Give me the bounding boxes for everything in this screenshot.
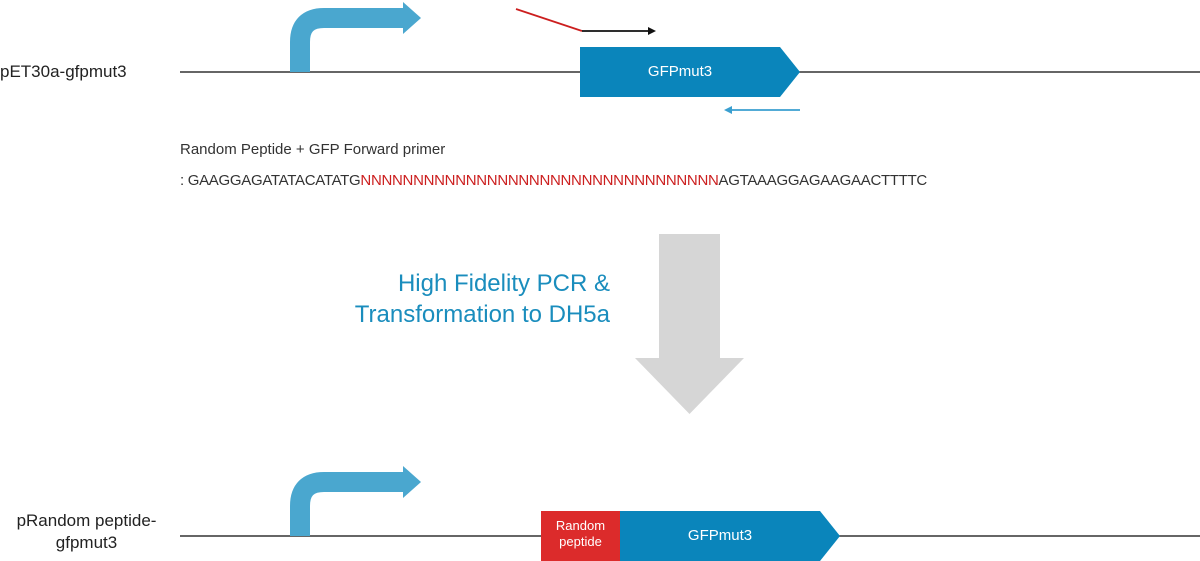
bottom-construct-label: pRandom peptide- gfpmut3	[0, 510, 173, 554]
top-construct-label: pET30a-gfpmut3	[0, 62, 127, 81]
top-gene-label: GFPmut3	[647, 63, 713, 80]
process-step-label: High Fidelity PCR & Transformation to DH…	[355, 268, 610, 330]
primer-prefix: : GAAGGAGATATACATATG	[180, 172, 361, 189]
random-peptide-label: Random peptide	[541, 518, 620, 550]
forward-primer	[515, 8, 656, 35]
process-step-line-2: Transformation to DH5a	[354, 301, 610, 328]
primer-caption: Random Peptide + GFP Forward primer	[180, 141, 446, 158]
bottom-construct-label-line-1: pRandom peptide-	[16, 511, 157, 530]
primer-sequence: : GAAGGAGATATACATATGNNNNNNNNNNNNNNNNNNNN…	[180, 172, 927, 189]
forward-primer-random-tail	[515, 8, 583, 32]
top-gfpmut3-gene	[580, 47, 800, 97]
bottom-gfpmut3-gene	[620, 511, 840, 561]
process-step-line-1: High Fidelity PCR &	[397, 270, 610, 297]
bottom-construct-label-line-2: gfpmut3	[55, 533, 118, 552]
bottom-promoter-arrow	[290, 466, 421, 536]
bottom-gene-label: GFPmut3	[687, 527, 753, 544]
random-peptide-block	[541, 511, 620, 561]
top-promoter-arrow	[290, 2, 421, 72]
process-down-arrow	[635, 234, 744, 414]
primer-random-region: NNNNNNNNNNNNNNNNNNNNNNNNNNNNNNNNNN	[360, 172, 719, 189]
random-peptide-label-line-2: peptide	[559, 534, 602, 549]
reverse-primer	[724, 106, 800, 114]
primer-suffix: AGTAAAGGAGAAGAACTTTTC	[718, 172, 928, 189]
random-peptide-label-line-1: Random	[555, 518, 606, 533]
